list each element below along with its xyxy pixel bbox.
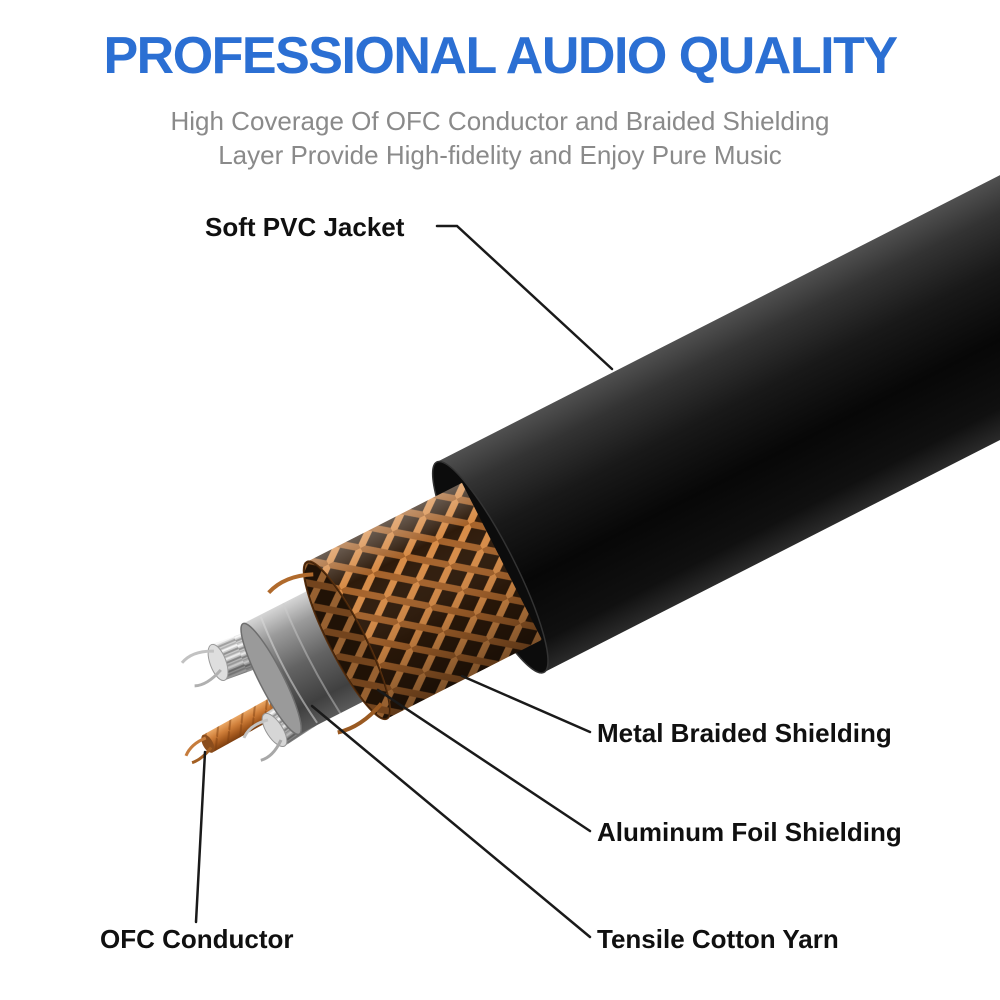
label-tensile-cotton-yarn: Tensile Cotton Yarn bbox=[597, 924, 839, 954]
leader-line-foil-shielding bbox=[376, 688, 592, 833]
subtitle: High Coverage Of OFC Conductor and Braid… bbox=[0, 104, 1000, 172]
subtitle-line-2: Layer Provide High-fidelity and Enjoy Pu… bbox=[218, 140, 782, 170]
label-soft-pvc-jacket: Soft PVC Jacket bbox=[205, 212, 405, 242]
leader-line-ofc-conductor bbox=[194, 750, 207, 924]
cable-assembly bbox=[180, 0, 1000, 765]
subtitle-line-1: High Coverage Of OFC Conductor and Braid… bbox=[170, 106, 830, 136]
label-metal-braided-shielding: Metal Braided Shielding bbox=[597, 718, 892, 748]
leader-line-pvc-jacket bbox=[435, 224, 614, 371]
leader-lines bbox=[194, 224, 614, 939]
label-aluminum-foil-shielding: Aluminum Foil Shielding bbox=[597, 817, 902, 847]
leader-line-braided-shielding bbox=[460, 674, 592, 734]
page-title: PROFESSIONAL AUDIO QUALITY bbox=[103, 27, 898, 85]
copper-braid-layer bbox=[267, 482, 542, 735]
label-ofc-conductor: OFC Conductor bbox=[100, 924, 294, 954]
leader-line-cotton-yarn bbox=[310, 704, 592, 939]
